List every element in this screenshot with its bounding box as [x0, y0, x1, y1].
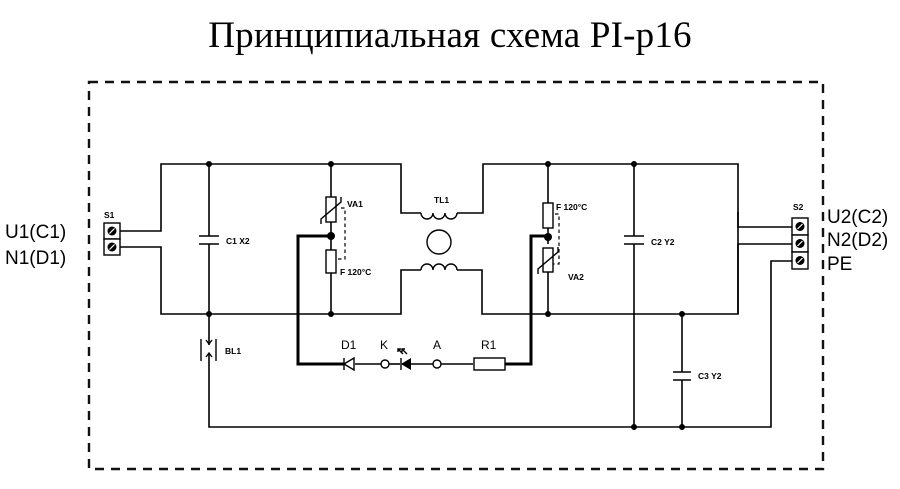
pin-a [432, 359, 442, 369]
label-va1: VA1 [347, 199, 363, 209]
diagram-title: Принципиальная схема PI-p16 [208, 15, 692, 56]
diode-d1: D1 [341, 338, 357, 372]
capacitor-c2: C2 Y2 [624, 235, 675, 247]
label-s2: S2 [793, 202, 804, 212]
label-f2: F 120°C [556, 202, 587, 212]
wires-left [120, 163, 421, 315]
fuse-f1: F 120°C [325, 207, 371, 277]
choke-tl1: TL1 [420, 195, 458, 271]
junction-nodes [206, 161, 685, 430]
indicator-circuit [296, 234, 548, 366]
terminal-block-s2: S2 [791, 202, 809, 270]
terminal-block-s1: S1 [103, 210, 121, 256]
label-k: K [380, 338, 388, 352]
label-s1: S1 [104, 210, 115, 220]
terminal-label-u2: U2(C2) [827, 207, 888, 228]
label-c2: C2 Y2 [651, 237, 675, 247]
label-tl1: TL1 [434, 195, 449, 205]
capacitor-c1: C1 X2 [199, 235, 250, 246]
enclosure-frame [87, 80, 825, 471]
resistor-r1: R1 [473, 338, 506, 371]
label-va2: VA2 [568, 272, 584, 282]
terminal-label-n2: N2(D2) [827, 230, 888, 251]
terminal-label-n1: N1(D1) [5, 248, 66, 269]
varistor-va2: VA2 [537, 247, 584, 282]
label-bl1: BL1 [225, 346, 241, 356]
label-c3: C3 Y2 [698, 371, 722, 381]
terminal-label-pe: PE [827, 254, 852, 275]
wires-right [208, 163, 792, 428]
terminal-label-u1: U1(C1) [5, 222, 66, 243]
led-indicator [397, 348, 411, 370]
label-r1: R1 [481, 338, 497, 352]
label-a: A [433, 338, 441, 352]
label-c1: C1 X2 [226, 236, 250, 246]
pin-k [380, 359, 390, 369]
varistor-va1: VA1 [320, 196, 363, 224]
capacitor-c3: C3 Y2 [673, 371, 722, 381]
label-d1: D1 [341, 338, 357, 352]
spark-gap-bl1: BL1 [200, 314, 241, 362]
fuse-f2: F 120°C [542, 202, 587, 265]
label-f1: F 120°C [340, 267, 371, 277]
